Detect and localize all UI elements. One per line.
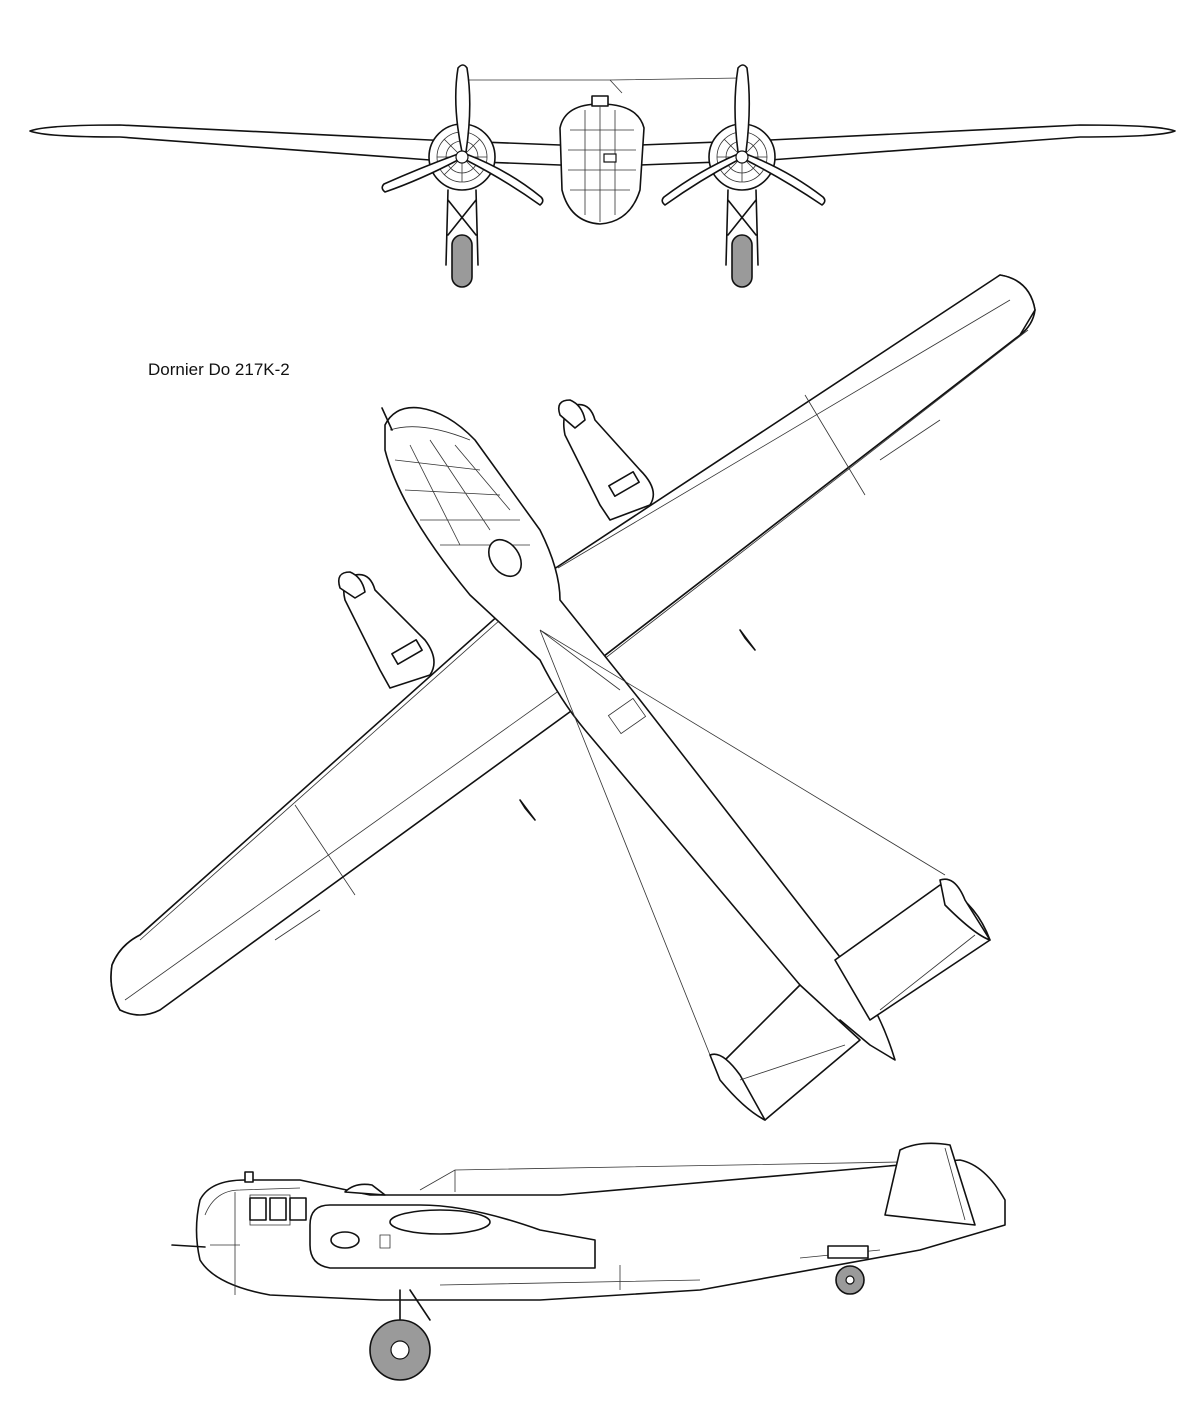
front-prop-left-blade-2 (381, 153, 459, 193)
front-gear-right-strut (725, 189, 759, 266)
front-wheel-right (731, 234, 753, 288)
top-spinner-left (337, 571, 366, 599)
side-rudder-line (944, 1147, 966, 1221)
front-prop-right-blade-1 (734, 64, 751, 153)
top-view (110, 274, 1036, 1121)
front-antenna-wire (465, 77, 741, 81)
side-view (171, 1142, 1006, 1381)
top-fin-right (939, 878, 991, 941)
side-dorsal-turret (344, 1183, 386, 1196)
side-main-wheel-hub (390, 1340, 410, 1360)
aircraft-caption: Dornier Do 217K-2 (148, 360, 290, 379)
front-prop-right-blade-3 (745, 153, 826, 206)
side-nose-gun (171, 1244, 206, 1248)
side-nacelle (309, 1204, 596, 1269)
top-exhaust-right (608, 471, 640, 497)
front-prop-left-blade-3 (465, 153, 544, 206)
front-antenna-mast (609, 79, 623, 94)
top-fuselage-hatch (607, 697, 647, 735)
front-gunner (603, 153, 617, 163)
side-window-2 (269, 1197, 287, 1221)
front-glazing-frames (568, 106, 636, 222)
front-wheel-left (451, 234, 473, 288)
top-spinner-right (557, 399, 586, 429)
top-wing-left (110, 604, 601, 1016)
top-elevator-lines (739, 934, 976, 1081)
front-view (29, 64, 1176, 288)
side-wing-root (389, 1209, 491, 1235)
front-prop-left-blade-1 (454, 64, 471, 153)
top-nose-gun (381, 407, 393, 431)
front-turret (591, 95, 609, 107)
side-cowl-panel (379, 1234, 391, 1249)
side-fin (884, 1142, 976, 1226)
front-gear-left-strut (445, 189, 479, 266)
side-canopy-frames (204, 1187, 301, 1295)
front-fuselage-nose (559, 103, 645, 225)
side-exhaust (330, 1231, 360, 1249)
side-tail-wheel-hub (845, 1275, 855, 1285)
top-exhaust-left (391, 639, 423, 665)
side-mast-front (244, 1171, 254, 1183)
front-engine-left (381, 64, 544, 288)
top-wing-panel-lines (124, 299, 1029, 1001)
top-canopy-frames (389, 426, 530, 546)
top-wing-pitot-tubes (519, 629, 756, 821)
front-wing (29, 124, 1176, 166)
front-engine-right (661, 64, 826, 288)
top-fin-left (709, 1053, 766, 1121)
top-antenna-wires (539, 629, 946, 1056)
top-dorsal-turret (487, 538, 523, 578)
front-prop-right-blade-2 (661, 153, 739, 206)
side-window-1 (249, 1197, 267, 1221)
side-window-3 (289, 1197, 307, 1221)
side-tail-gear-door (827, 1245, 869, 1259)
